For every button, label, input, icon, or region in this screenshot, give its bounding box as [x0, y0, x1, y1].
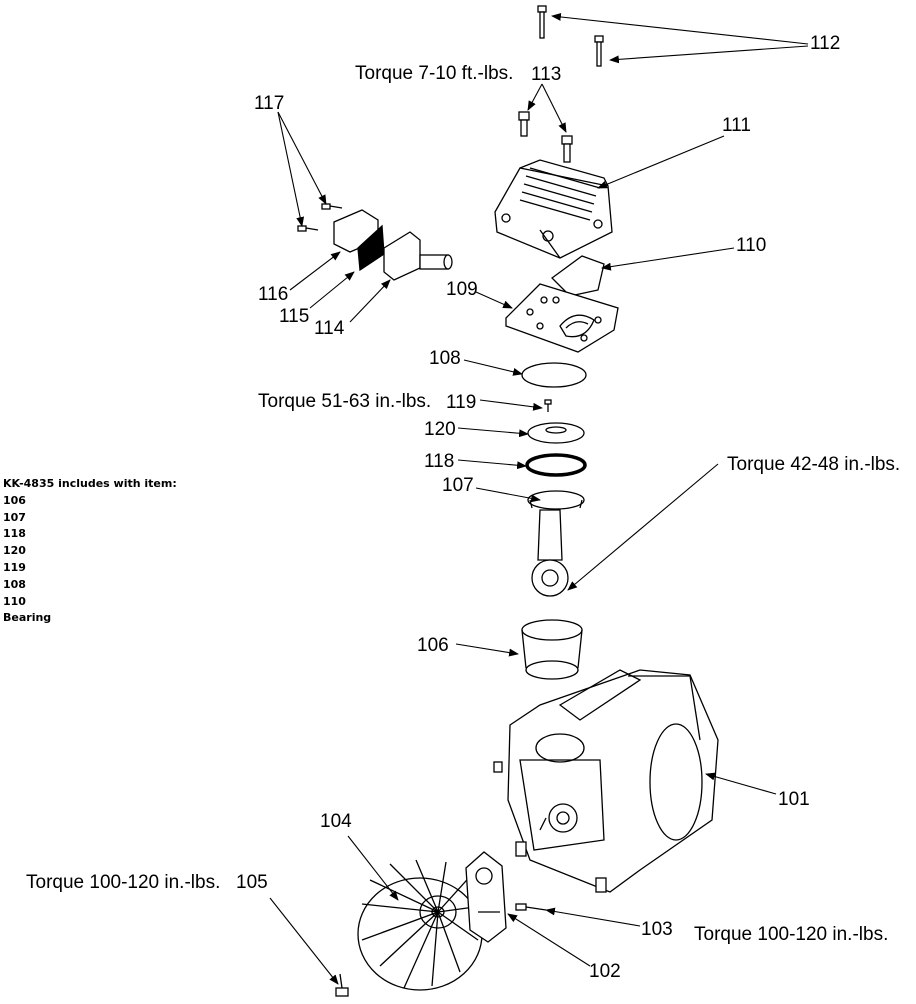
- torque-119: Torque 51-63 in.-lbs.: [258, 391, 432, 412]
- callout-120: 120: [424, 419, 456, 440]
- screw-119: [544, 399, 552, 412]
- leader-105: [269, 897, 339, 985]
- crankcase-motor-101: [493, 669, 719, 893]
- leader-103: [545, 907, 641, 927]
- leader-117-a: [277, 111, 305, 227]
- leader-117-b: [277, 111, 327, 205]
- bolt-112-a: [537, 5, 547, 39]
- leader-112-a: [551, 13, 809, 45]
- callout-104: 104: [320, 811, 352, 832]
- kit-item: 110: [3, 594, 26, 608]
- callout-118: 118: [424, 451, 455, 472]
- callout-110: 110: [736, 235, 767, 256]
- callout-114: 114: [314, 318, 345, 339]
- leader-118: [457, 459, 527, 470]
- kit-item: 119: [3, 560, 26, 574]
- leader-104: [347, 835, 399, 901]
- bearing-sleeve-106: [521, 619, 583, 680]
- callout-116: 116: [258, 284, 289, 305]
- torque-113: Torque 7-10 ft.-lbs.: [355, 63, 514, 84]
- kit-item: 106: [3, 493, 26, 507]
- torque-107: Torque 42-48 in.-lbs.: [727, 454, 901, 475]
- screw-117-a: [297, 225, 319, 232]
- kit-title: KK-4835 includes with item:: [3, 477, 177, 490]
- leader-107-label: [475, 487, 541, 503]
- callout-111: 111: [722, 115, 751, 136]
- leader-107-torque: [567, 463, 719, 591]
- bolt-105: [335, 973, 349, 997]
- bracket-114: [383, 231, 453, 281]
- leader-111: [597, 135, 725, 189]
- kit-item: 118: [3, 527, 26, 541]
- callout-107: 107: [442, 475, 474, 496]
- callout-112: 112: [810, 33, 841, 54]
- kit-item: 107: [3, 510, 26, 524]
- leader-120: [457, 427, 529, 438]
- callout-109: 109: [446, 279, 478, 300]
- leader-114: [349, 279, 391, 323]
- leader-112-b: [609, 45, 809, 64]
- o-ring-108: [521, 362, 587, 388]
- leader-102: [507, 913, 591, 967]
- torque-103: Torque 100-120 in.-lbs.: [694, 924, 889, 945]
- callout-106: 106: [417, 635, 449, 656]
- cylinder-head-111: [494, 159, 613, 259]
- callout-101: 101: [778, 789, 810, 810]
- bolt-113-a: [518, 111, 530, 137]
- bolt-112-b: [594, 35, 604, 67]
- torque-105: Torque 100-120 in.-lbs.: [26, 872, 221, 893]
- kit-contents-list: KK-4835 includes with item: 106 107 118 …: [3, 476, 177, 627]
- leader-113-a: [527, 83, 543, 111]
- leader-106: [455, 643, 519, 657]
- screw-117-b: [321, 203, 343, 210]
- leader-116: [289, 251, 341, 291]
- callout-103: 103: [641, 919, 673, 940]
- callout-117: 117: [254, 93, 285, 114]
- crank-arm-102: [465, 851, 507, 943]
- piston-cup-120: [527, 422, 585, 444]
- callout-115: 115: [279, 306, 310, 327]
- kit-item: 120: [3, 544, 26, 558]
- callout-119: 119: [446, 392, 477, 413]
- piston-ring-118: [525, 453, 587, 477]
- bolt-103: [515, 903, 547, 911]
- callout-108: 108: [429, 348, 461, 369]
- bolt-113-b: [561, 135, 573, 163]
- leader-119: [479, 399, 543, 411]
- leader-109: [475, 291, 513, 309]
- leader-101: [705, 772, 777, 795]
- connecting-rod-107: [527, 490, 585, 597]
- kit-item: Bearing: [3, 611, 52, 625]
- callout-105: 105: [236, 872, 268, 893]
- valve-plate-109: [505, 283, 619, 353]
- callout-102: 102: [589, 961, 621, 982]
- callout-113: 113: [531, 64, 562, 85]
- fan-104: [357, 859, 483, 991]
- leader-110: [601, 247, 735, 271]
- leader-115: [309, 271, 355, 309]
- leader-113-b: [541, 83, 567, 133]
- leader-108: [463, 359, 523, 376]
- kit-item: 108: [3, 577, 26, 591]
